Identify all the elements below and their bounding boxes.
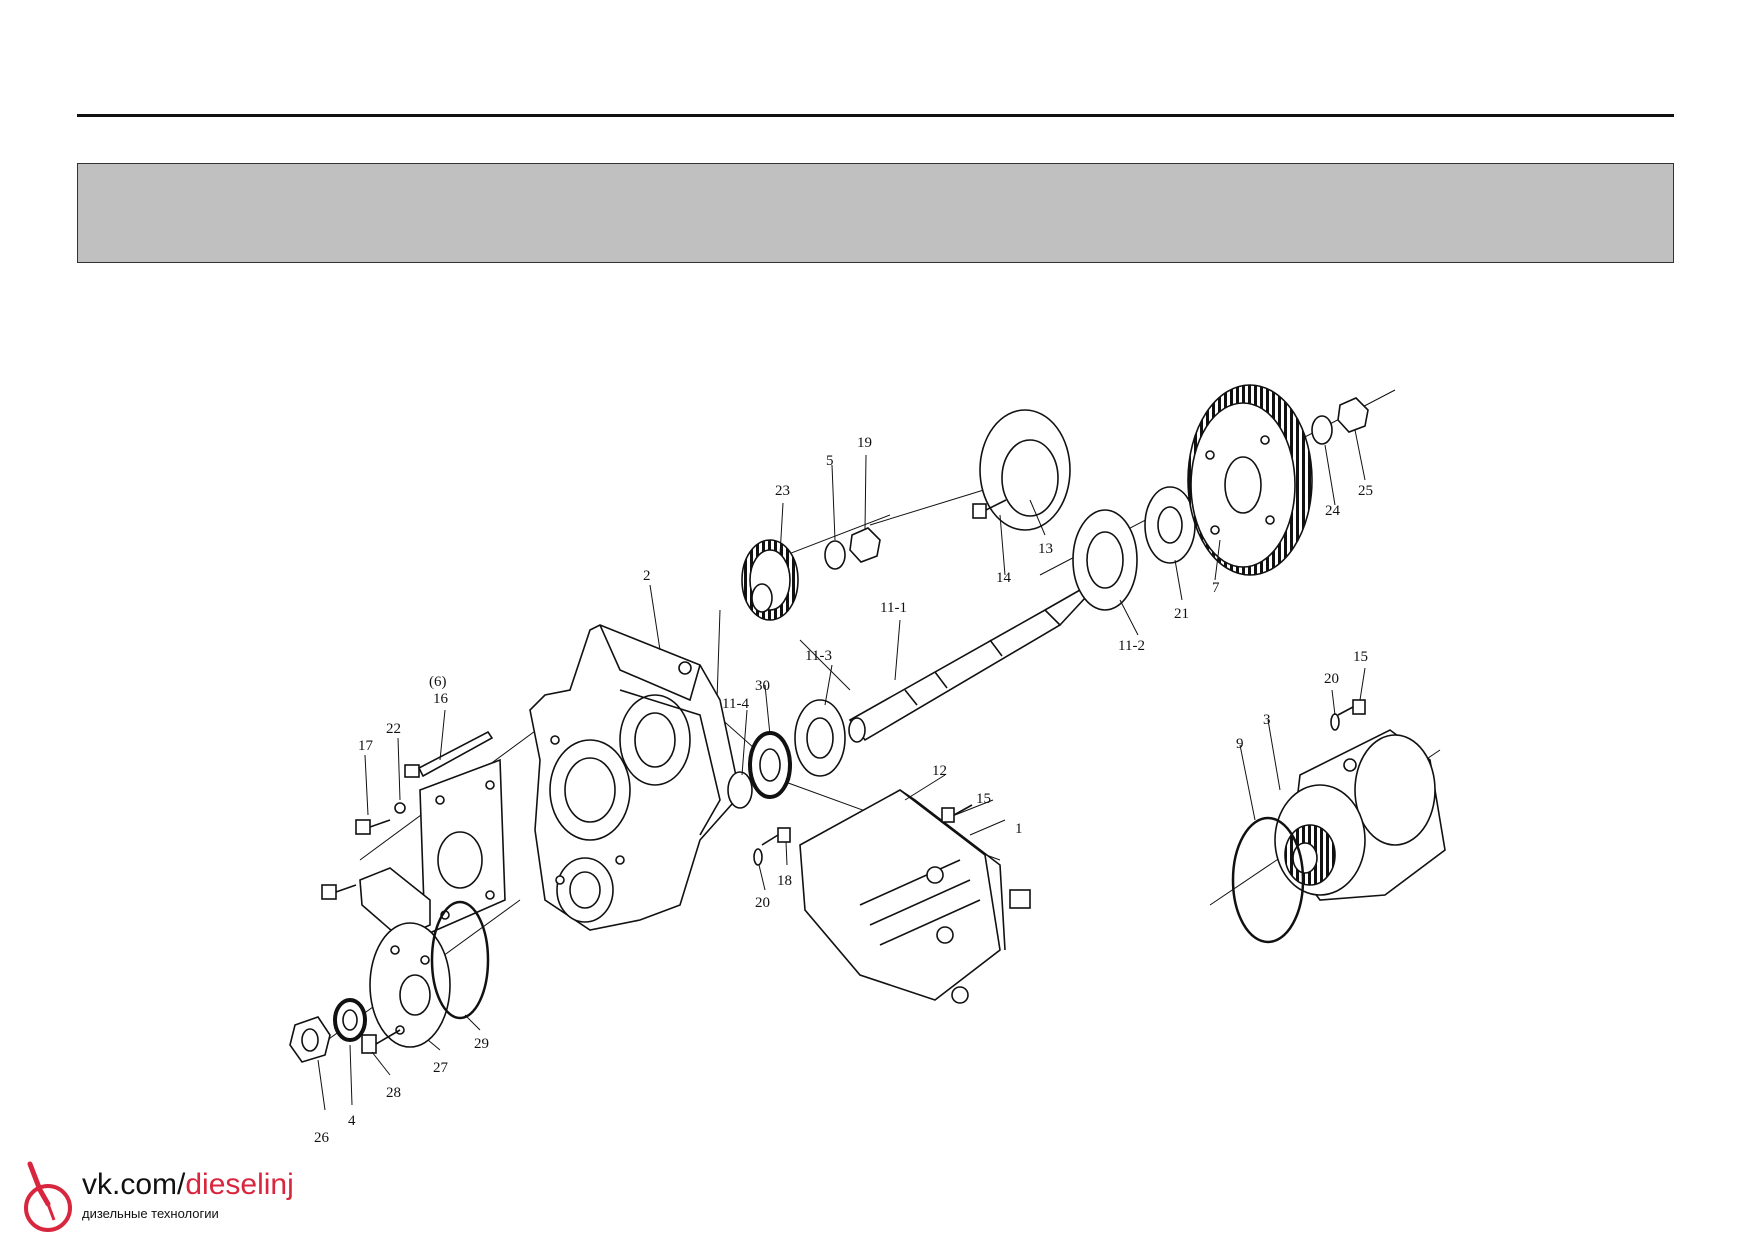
- seal-part-4: [333, 998, 367, 1042]
- callout-2: 2: [643, 568, 651, 584]
- callout-3: 3: [1263, 712, 1271, 728]
- washer-part-22: [394, 802, 406, 814]
- stud-part-16: [404, 730, 494, 778]
- callout-19: 19: [857, 435, 872, 451]
- housing-part-2: [529, 624, 741, 931]
- gear-part-23: [741, 539, 799, 621]
- assembly-part-3: [1274, 729, 1446, 901]
- callout-5: 5: [826, 453, 834, 469]
- diesel-injector-logo: [24, 1161, 72, 1232]
- gear-part-7: [1187, 384, 1313, 576]
- nut-part-19: [849, 527, 881, 563]
- bolt-part-15-assembly: [1337, 699, 1366, 716]
- flange-part-27: [369, 922, 451, 1048]
- shaft-part-11-1: [848, 588, 1087, 743]
- bolt-part-18: [761, 827, 791, 846]
- callout-21: 21: [1174, 606, 1189, 622]
- callout-11-4: 11-4: [722, 696, 749, 712]
- bolt-part-15-pump: [941, 804, 973, 823]
- callout-27: 27: [433, 1060, 449, 1076]
- nut-part-25: [1337, 397, 1369, 433]
- spacer-part-21: [1144, 486, 1196, 564]
- callout-labels: 23 5 19 2 14 13 7 21 11-2 24 25 11-1 11-…: [314, 435, 1373, 1146]
- callout-23: 23: [775, 483, 790, 499]
- callout-26: 26: [314, 1130, 330, 1146]
- pump-part-12: [799, 789, 1031, 1004]
- callout-7: 7: [1212, 580, 1220, 596]
- callout-14: 14: [996, 570, 1012, 586]
- washer-part-11-4: [727, 771, 753, 809]
- callout-15-pump: 15: [976, 791, 991, 807]
- callout-11-1: 11-1: [880, 600, 907, 616]
- callout-20-pump: 20: [755, 895, 770, 911]
- watermark-url: vk.com/dieselinj: [82, 1168, 294, 1201]
- callout-29: 29: [474, 1036, 489, 1052]
- seal-part-30: [748, 731, 792, 799]
- callout-11-3: 11-3: [805, 648, 832, 664]
- washer-part-5: [824, 540, 846, 570]
- bolt-part-17: [355, 819, 391, 835]
- callout-30: 30: [755, 678, 770, 694]
- callout-25: 25: [1358, 483, 1373, 499]
- gasket-plate: [419, 758, 506, 937]
- callout-20-assembly: 20: [1324, 671, 1339, 687]
- washer-part-20-assembly: [1330, 713, 1340, 731]
- bolt-part-14: [972, 499, 1007, 519]
- callout-leaders: [317, 429, 1366, 1111]
- washer-part-20: [753, 848, 763, 866]
- plate-part-13: [979, 409, 1071, 531]
- bolt-part-28: [361, 1029, 401, 1054]
- callout-1: 1: [1015, 821, 1023, 837]
- callout-4: 4: [348, 1113, 356, 1129]
- callout-22: 22: [386, 721, 401, 737]
- nut-part-26: [289, 1016, 331, 1063]
- washer-part-24: [1311, 415, 1333, 445]
- callout-28: 28: [386, 1085, 401, 1101]
- bearing-part-11-2: [1072, 509, 1138, 611]
- o-ring-part-9: [1231, 816, 1305, 944]
- watermark: vk.com/dieselinj дизельные технологии: [18, 1160, 308, 1235]
- callout-17: 17: [358, 738, 374, 754]
- callout-6: (6): [429, 674, 447, 690]
- callout-18: 18: [777, 873, 792, 889]
- bearing-part-11-3: [794, 699, 846, 777]
- callout-16: 16: [433, 691, 449, 707]
- cover-plate: [359, 867, 431, 939]
- o-ring-part-29: [430, 900, 490, 1020]
- bolt-left-small: [321, 884, 357, 900]
- callout-15-assembly: 15: [1353, 649, 1368, 665]
- callout-24: 24: [1325, 503, 1341, 519]
- watermark-subtitle: дизельные технологии: [82, 1206, 219, 1221]
- callout-13: 13: [1038, 541, 1053, 557]
- header-band: [77, 163, 1674, 263]
- callout-11-2: 11-2: [1118, 638, 1145, 654]
- callout-12: 12: [932, 763, 947, 779]
- callout-9: 9: [1236, 736, 1244, 752]
- top-rule: [77, 114, 1674, 117]
